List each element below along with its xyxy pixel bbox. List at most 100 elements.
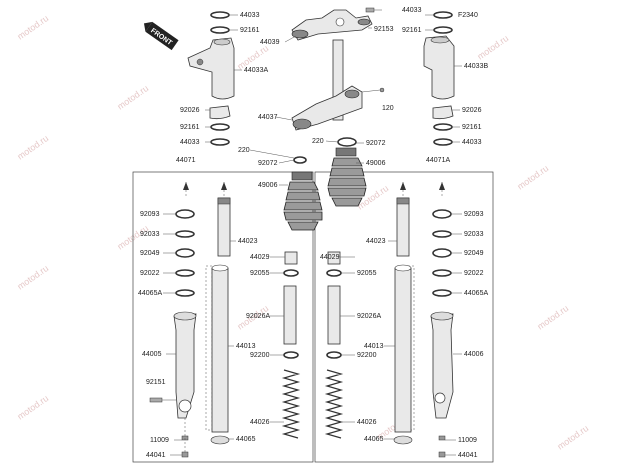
watermark-text: motod.ru: [555, 423, 590, 452]
label-92026A: 92026A: [357, 313, 381, 320]
snap-ring-right: [432, 230, 452, 238]
watermark-text: motod.ru: [15, 263, 50, 292]
fork-boot-left: [283, 171, 323, 231]
seal-mid-left: [210, 138, 230, 146]
rod-washer-right: [326, 351, 342, 359]
watermark-text: motod.ru: [115, 83, 150, 112]
label-220: 220: [312, 138, 324, 145]
left-upper-clamp-group: [187, 11, 235, 146]
label-44023: 44023: [366, 238, 386, 245]
label-92093: 92093: [140, 211, 160, 218]
dust-seal-right: [432, 209, 452, 219]
label-44041: 44041: [146, 452, 166, 459]
handlebar-clamp-left: [187, 37, 235, 100]
outer-tube-right: [430, 313, 454, 419]
collar-left: [209, 105, 231, 120]
fork-cylinder-right: [394, 267, 412, 433]
watermark-text: motod.ru: [535, 303, 570, 332]
label-92033: 92033: [464, 231, 484, 238]
label-44029: 44029: [320, 254, 340, 261]
label-F2340: F2340: [458, 12, 478, 19]
dust-seal-left: [175, 209, 195, 219]
label-44033A: 44033A: [244, 67, 268, 74]
label-92033: 92033: [140, 231, 160, 238]
label-92049: 92049: [140, 250, 160, 257]
damper-cap-left: [284, 251, 298, 265]
watermark-text: motod.ru: [475, 33, 510, 62]
right-fork-frame: [314, 171, 494, 463]
label-44065A: 44065A: [138, 290, 162, 297]
label-44071: 44071: [176, 157, 196, 164]
front-badge: FRONT: [143, 21, 179, 51]
label-92022: 92022: [140, 270, 160, 277]
label-44065A: 44065A: [464, 290, 488, 297]
clamp-ring-tiny: [293, 156, 307, 164]
watermark-text: motod.ru: [15, 133, 50, 162]
label-92055: 92055: [357, 270, 377, 277]
label-44071A: 44071A: [426, 157, 450, 164]
watermark-text: motod.ru: [355, 183, 390, 212]
oil-seal-top-left: [210, 11, 230, 19]
rod-washer-left: [283, 351, 299, 359]
label-220: 220: [238, 147, 250, 154]
cap-oring-right: [326, 269, 342, 277]
watermark-text: motod.ru: [15, 393, 50, 422]
damper-rod-left: [283, 285, 297, 345]
left-fork-internals: [149, 182, 301, 458]
bushing-right: [432, 289, 452, 297]
label-44026: 44026: [357, 419, 377, 426]
cap-oring-left: [283, 269, 299, 277]
fork-boot-right: [327, 147, 367, 207]
label-44023: 44023: [238, 238, 258, 245]
label-92026A: 92026A: [246, 313, 270, 320]
label-92153: 92153: [374, 26, 394, 33]
label-44065: 44065: [236, 436, 256, 443]
label-44013: 44013: [364, 343, 384, 350]
label-92049: 92049: [464, 250, 484, 257]
label-49006: 49006: [366, 160, 386, 167]
washer-right: [432, 269, 452, 277]
oring-mid-right: [433, 123, 453, 131]
label-92072: 92072: [366, 140, 386, 147]
fork-cylinder-left: [211, 267, 229, 433]
oring-mid-left: [210, 123, 230, 131]
oil-seal-left: [175, 248, 195, 258]
label-92200: 92200: [250, 352, 270, 359]
label-44033B: 44033B: [464, 63, 488, 70]
bushing-left: [175, 289, 195, 297]
label-49006: 49006: [258, 182, 278, 189]
label-92161: 92161: [240, 27, 260, 34]
oring-top-left: [210, 26, 230, 34]
label-92055: 92055: [250, 270, 270, 277]
label-120: 120: [382, 105, 394, 112]
label-44039: 44039: [260, 39, 280, 46]
label-44033: 44033: [462, 139, 482, 146]
inner-tube-left: [217, 197, 231, 257]
oring-top-right: [433, 26, 453, 34]
label-44033: 44033: [180, 139, 200, 146]
fork-spring-left: [281, 369, 301, 439]
snap-ring-left: [175, 230, 195, 238]
label-44033: 44033: [402, 7, 422, 14]
washer-left: [175, 269, 195, 277]
left-fork-frame: [132, 171, 314, 463]
clamp-ring-small: [337, 137, 357, 147]
outer-tube-left: [173, 313, 197, 419]
oil-seal-top-right: [433, 11, 453, 19]
damper-cap-right: [327, 251, 341, 265]
watermark-layer: motod.ru motod.ru motod.ru motod.ru moto…: [15, 13, 590, 452]
watermark-text: motod.ru: [515, 163, 550, 192]
collar-right: [432, 105, 454, 120]
label-92161: 92161: [180, 124, 200, 131]
label-92151: 92151: [146, 379, 166, 386]
label-11009: 11009: [150, 437, 169, 444]
label-11009: 11009: [458, 437, 477, 444]
right-fork-internals: [324, 182, 454, 458]
label-92200: 92200: [357, 352, 377, 359]
label-44029: 44029: [250, 254, 270, 261]
label-44065: 44065: [364, 436, 384, 443]
label-92161: 92161: [402, 27, 422, 34]
steering-stem: [332, 39, 344, 121]
label-92026: 92026: [462, 107, 482, 114]
label-92161: 92161: [462, 124, 482, 131]
